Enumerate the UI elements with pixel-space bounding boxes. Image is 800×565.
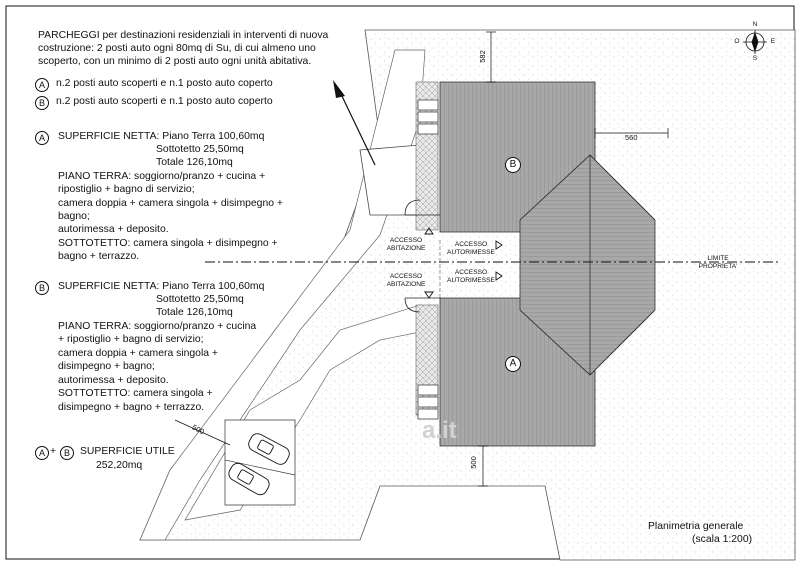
unit-b-line-3: Totale 126,10mq [156,307,233,318]
door-lower [404,297,440,313]
unit-a-line-7: bagno; [58,211,90,222]
parking-a-text: n.2 posti auto scoperti e n.1 posto auto… [56,78,273,89]
compass-icon [743,30,767,54]
unit-b-line-2: Sottotetto 25,50mq [156,294,244,305]
covered-parking-upper [417,99,439,135]
dimension-lines [174,31,669,487]
unit-a-line-1: SUPERFICIE NETTA: Piano Terra 100,60mq [58,131,265,142]
total-value: 252,20mq [96,460,143,471]
compass-e: E [770,38,776,45]
dim-right: 560 [625,133,638,142]
car-icon [248,433,290,465]
unit-a-line-6: camera doppia + camera singola + disimpe… [58,198,283,209]
unit-b-line-4: PIANO TERRA: soggiorno/pranzo + cucina [58,321,257,332]
unit-a-line-3: Totale 126,10mq [156,157,233,168]
dim-bottom: 500 [468,456,478,469]
plan-label-b: B [505,157,521,173]
plus-sign: + [50,446,57,457]
parking-b-text: n.2 posti auto scoperti e n.1 posto auto… [56,96,273,107]
unit-a-line-8: autorimessa + deposito. [58,224,169,235]
badge-b-unit: B [35,281,49,295]
unit-b-line-9: SOTTOTETTO: camera singola + [58,388,213,399]
unit-b-line-5: + ripostiglio + bagno di servizio; [58,334,204,345]
footer-title: Planimetria generale [648,521,744,532]
badge-a-unit: A [35,131,49,145]
unit-b-line-8: autorimessa + deposito. [58,375,169,386]
plan-label-a: A [505,356,521,372]
north-arrow [339,91,376,166]
parking-note-line-1: PARCHEGGI per destinazioni residenziali … [38,30,329,41]
footer-scale: (scala 1:200) [692,534,753,545]
unit-a-line-5: ripostiglio + bagno di servizio; [58,184,195,195]
compass-o: O [734,38,740,45]
unit-a-line-4: PIANO TERRA: soggiorno/pranzo + cucina + [58,171,266,182]
covered-parking-lower [417,384,439,420]
unit-b-line-10: disimpegno + bagno + terrazzo. [58,402,205,413]
unit-b-line-6: camera doppia + camera singola + [58,348,218,359]
watermark: a.it [422,417,457,444]
unit-a-line-2: Sottotetto 25,50mq [156,144,244,155]
badge-b: B [35,96,49,110]
parking-note-line-3: scoperto, con un minimo di 2 posti auto … [38,56,312,67]
unit-b-line-7: disimpegno + bagno; [58,361,155,372]
dim-top: 582 [477,50,487,63]
door-upper [404,199,440,216]
unit-a-line-9: SOTTOTETTO: camera singola + disimpegno … [58,238,278,249]
badge-b-total: B [60,446,74,460]
total-label: SUPERFICIE UTILE [80,446,175,457]
access-markers [424,227,503,299]
compass-s: S [752,55,758,62]
badge-a: A [35,78,49,92]
unit-a-line-10: bagno + terrazzo. [58,251,140,262]
compass-n: N [752,21,758,28]
unit-b-line-1: SUPERFICIE NETTA: Piano Terra 100,60mq [58,281,265,292]
parking-note-line-2: costruzione: 2 posti auto ogni 80mq di S… [38,43,316,54]
badge-a-total: A [35,446,49,460]
car-icon [228,462,270,496]
